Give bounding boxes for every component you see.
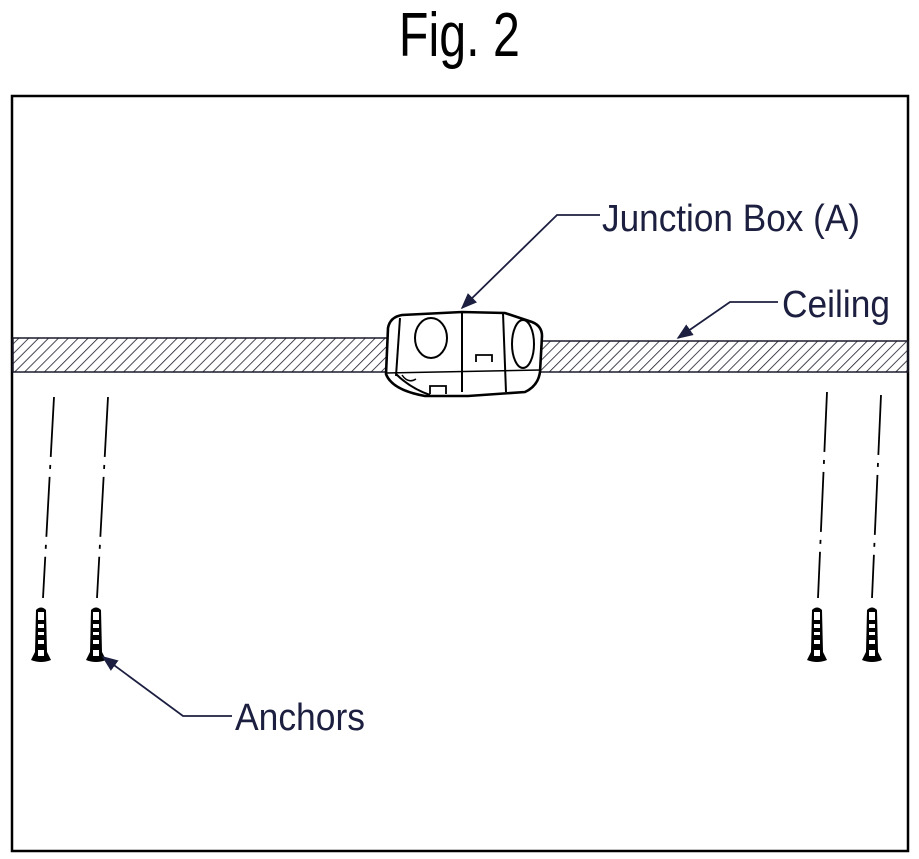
anchor-4 <box>862 607 882 662</box>
junction-box <box>384 310 544 398</box>
leader-lines <box>101 214 778 717</box>
anchors-group <box>31 607 882 662</box>
diagram-frame <box>10 94 910 853</box>
anchor-2 <box>86 607 106 662</box>
anchor-3 <box>807 607 827 662</box>
junction-box-leader <box>460 214 600 310</box>
anchor-1 <box>31 607 51 662</box>
anchor-guide-lines <box>42 391 882 599</box>
junction-box-label: Junction Box (A) <box>602 198 860 240</box>
ceiling-leader <box>676 301 778 339</box>
anchors-label: Anchors <box>235 697 365 739</box>
anchors-leader <box>101 656 232 717</box>
ceiling-label: Ceiling <box>782 284 890 326</box>
figure-title: Fig. 2 <box>398 1 520 70</box>
ceiling-section <box>12 337 909 373</box>
